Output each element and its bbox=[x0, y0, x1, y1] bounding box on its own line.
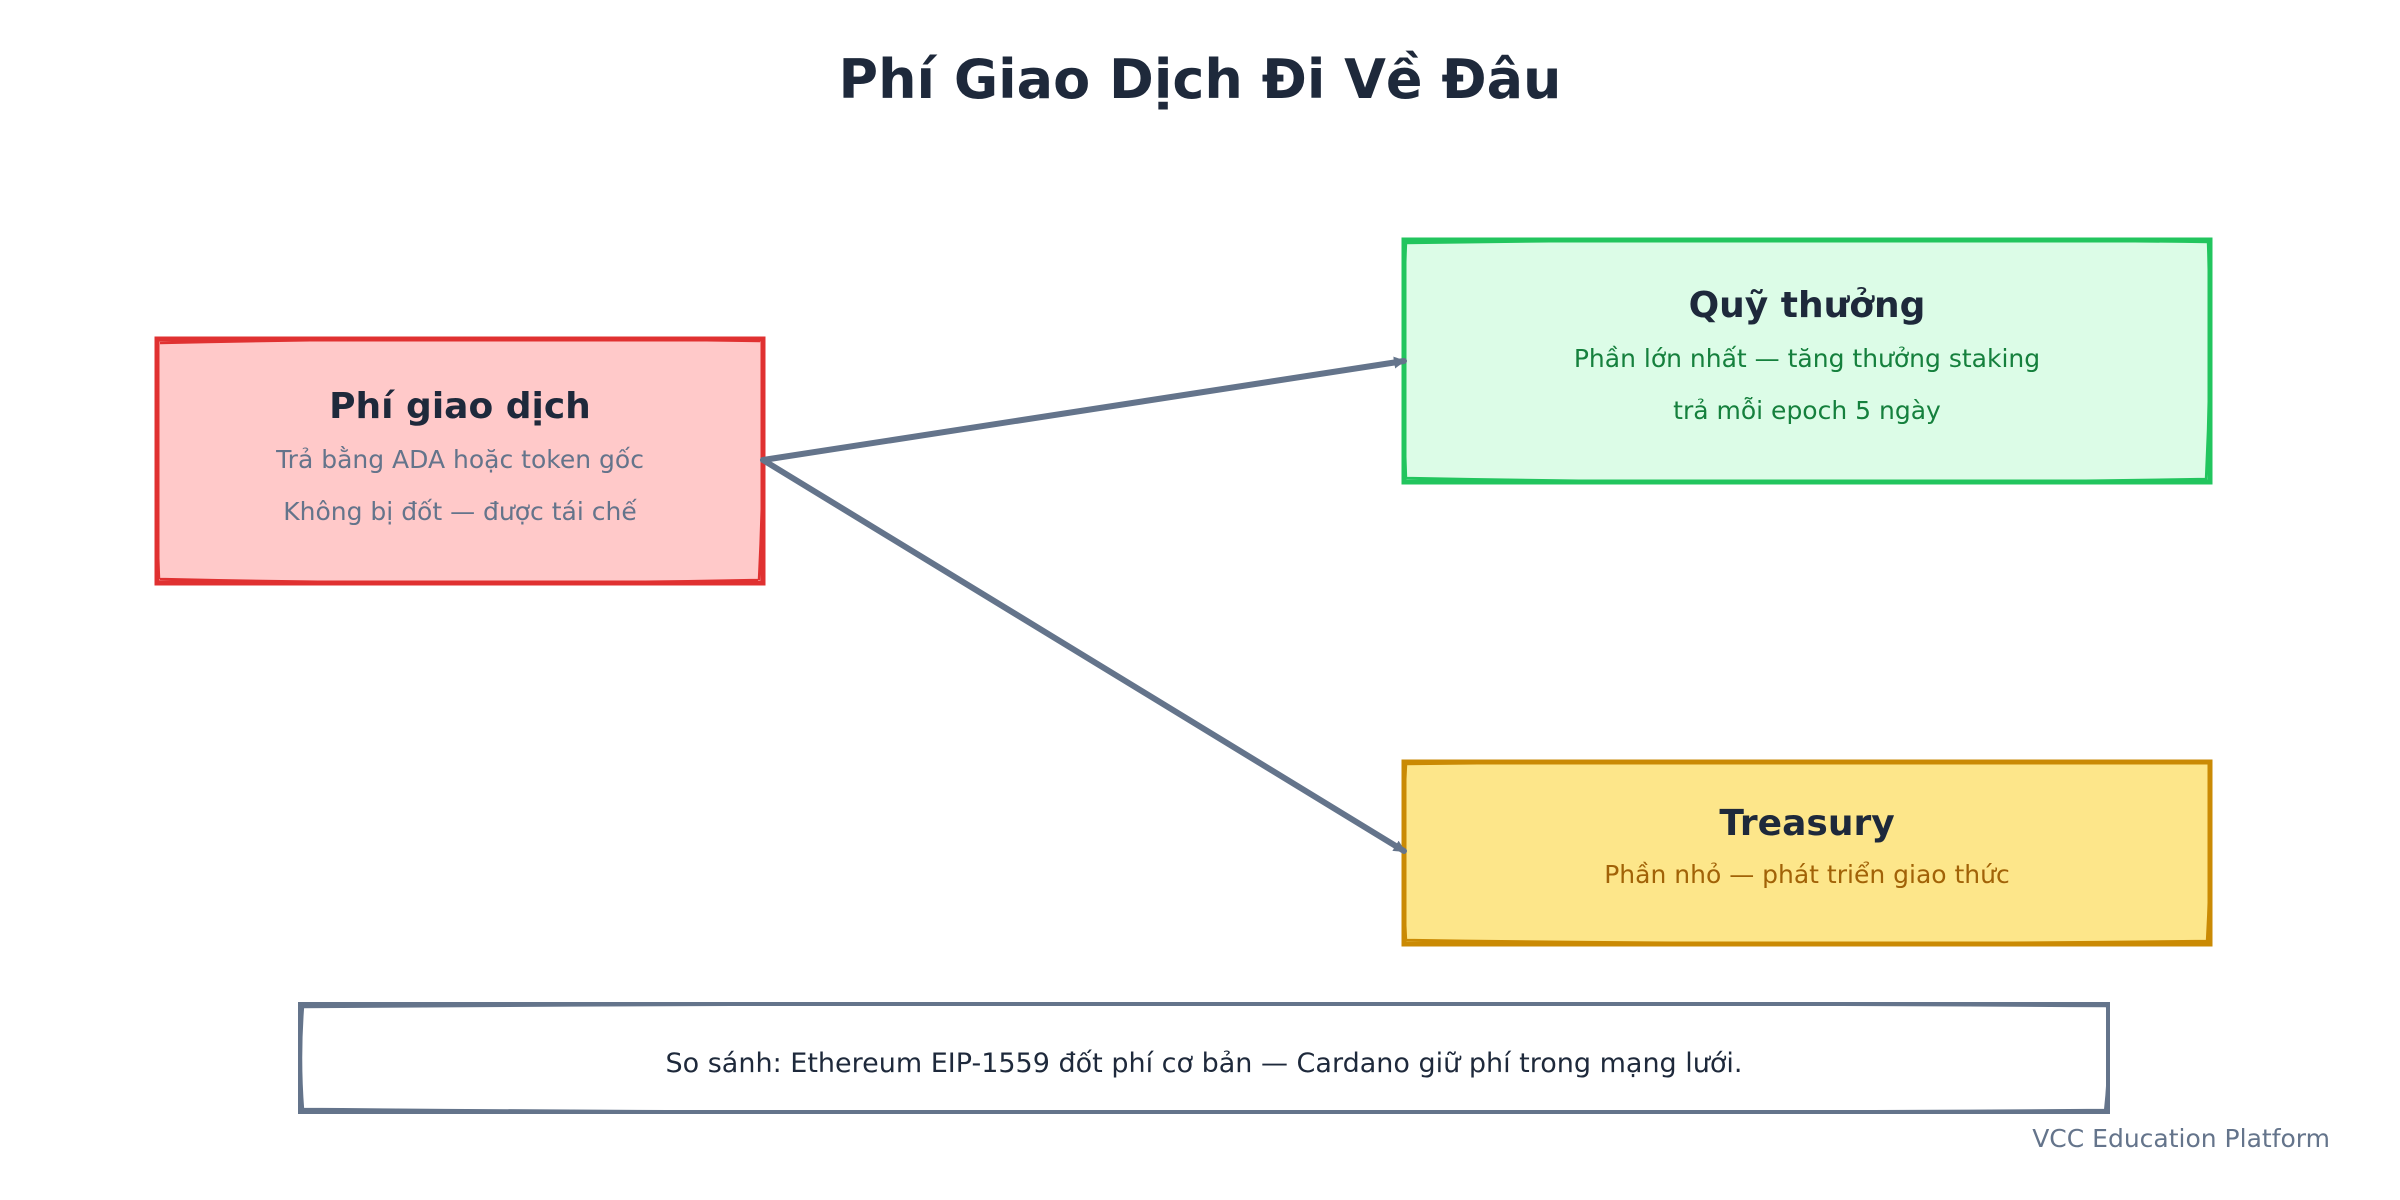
comparison-note-sketch-stroke bbox=[299, 1002, 2110, 1115]
node-reward-pool-title: Quỹ thưởng bbox=[1689, 285, 1926, 326]
node-reward-pool-box bbox=[1401, 237, 2213, 485]
node-treasury-title: Treasury bbox=[1719, 803, 1894, 844]
footer-brand: VCC Education Platform bbox=[2032, 1124, 2330, 1153]
node-reward-pool-line-1: Phần lớn nhất — tăng thưởng staking bbox=[1574, 344, 2040, 373]
node-treasury-line-1: Phần nhỏ — phát triển giao thức bbox=[1604, 860, 2010, 889]
node-reward-pool-sketch-stroke bbox=[1402, 238, 2211, 484]
node-treasury-sketch-stroke bbox=[1402, 759, 2212, 945]
arrow-fee-to-reward bbox=[760, 356, 1407, 463]
node-transaction-fee-title: Phí giao dịch bbox=[329, 386, 591, 427]
node-transaction-fee-box bbox=[154, 336, 766, 586]
node-treasury-box bbox=[1401, 759, 2213, 947]
node-transaction-fee-line-2: Không bị đốt — được tái chế bbox=[283, 497, 637, 526]
comparison-note-text: So sánh: Ethereum EIP-1559 đốt phí cơ bả… bbox=[666, 1048, 1743, 1079]
diagram-title: Phí Giao Dịch Đi Về Đâu bbox=[839, 48, 1562, 111]
node-treasury: Treasury Phần nhỏ — phát triển giao thức bbox=[1401, 759, 2213, 947]
node-transaction-fee: Phí giao dịch Trả bằng ADA hoặc token gố… bbox=[154, 336, 766, 586]
node-reward-pool: Quỹ thưởng Phần lớn nhất — tăng thưởng s… bbox=[1401, 237, 2213, 485]
node-reward-pool-line-2: trả mỗi epoch 5 ngày bbox=[1673, 396, 1941, 425]
arrow-fee-to-treasury bbox=[760, 457, 1407, 854]
comparison-note: So sánh: Ethereum EIP-1559 đốt phí cơ bả… bbox=[298, 1002, 2110, 1115]
node-transaction-fee-line-1: Trả bằng ADA hoặc token gốc bbox=[275, 445, 644, 474]
